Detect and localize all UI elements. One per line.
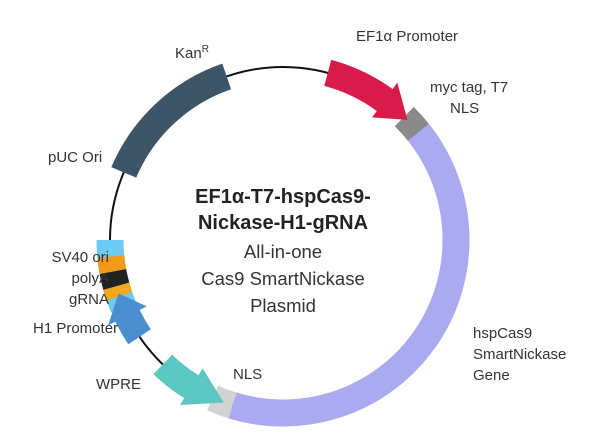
ef1a-promoter-arrow: [324, 59, 408, 120]
plasmid-title-line1: EF1α-T7-hspCas9-: [195, 186, 371, 208]
cas9-label-line1: hspCas9: [473, 325, 532, 342]
grna-label: gRNA: [69, 291, 109, 308]
puc-ori-label: pUC Ori: [48, 149, 102, 166]
wpre-arrow: [153, 354, 224, 405]
kanr-segment: [111, 63, 232, 178]
plasmid-subtitle-line1: All-in-one: [244, 241, 322, 262]
ef1a-promoter-label: EF1α Promoter: [356, 28, 458, 45]
sv40-ori-label: SV40 ori: [51, 249, 109, 266]
myc-tag-label: myc tag, T7: [430, 79, 508, 96]
h1-promoter-label: H1 Promoter: [33, 320, 118, 337]
sv40-ori-segment: [97, 255, 127, 274]
h1-promoter-arrow: [108, 293, 151, 345]
polya-segment: [99, 268, 130, 290]
polya-label: polyA: [71, 270, 109, 287]
cas9-label-line3: Gene: [473, 367, 510, 384]
plasmid-title-line2: Nickase-H1-gRNA: [198, 212, 368, 234]
wpre-label: WPRE: [96, 376, 141, 393]
nls-label: NLS: [233, 366, 262, 383]
cas9-gene-segment: [228, 122, 470, 427]
plasmid-subtitle-line2: Cas9 SmartNickase: [201, 268, 364, 289]
myc-nls-label: NLS: [450, 100, 479, 117]
kanr-label: KanR: [175, 44, 209, 62]
cas9-label-line2: SmartNickase: [473, 346, 566, 363]
plasmid-subtitle-line3: Plasmid: [250, 295, 316, 316]
